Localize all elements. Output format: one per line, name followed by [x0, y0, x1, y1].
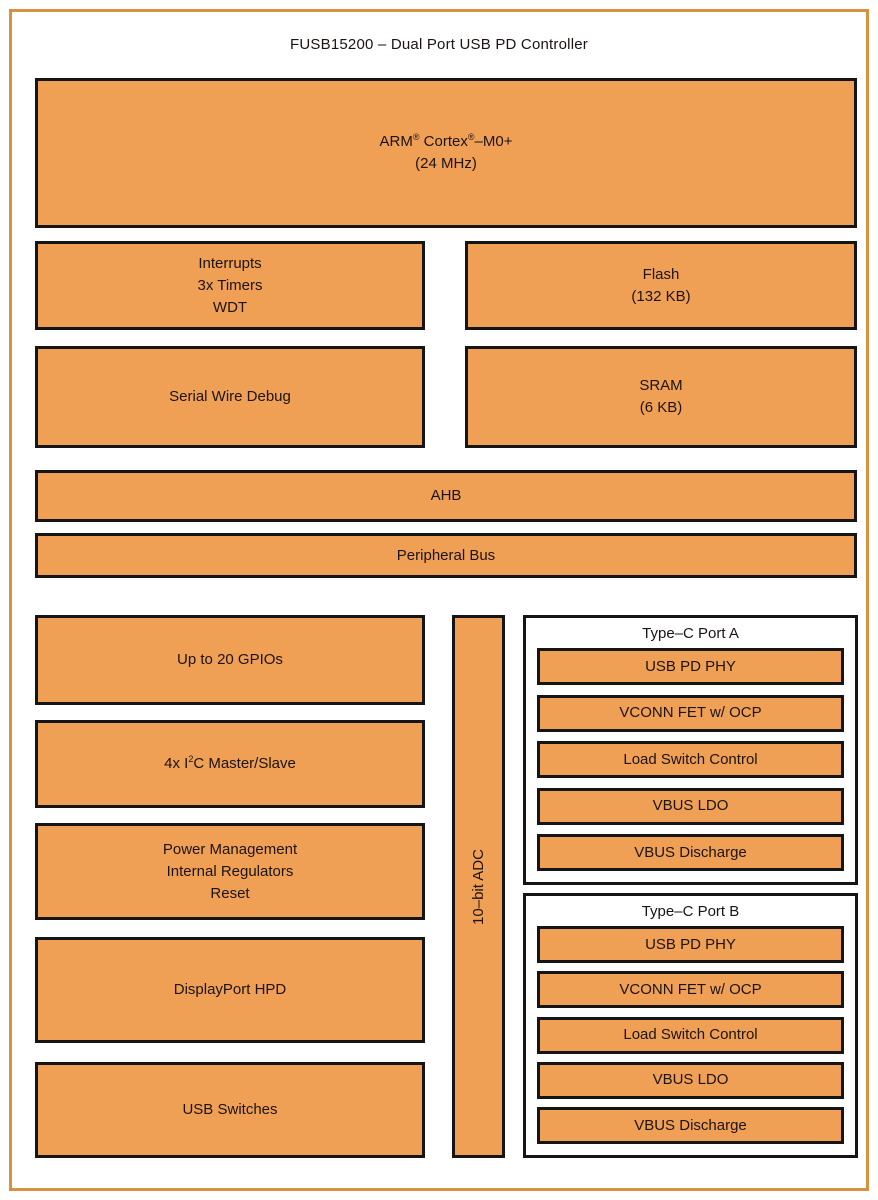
peripheral-bus-block: Peripheral Bus: [35, 533, 857, 578]
port-a-usb-pd-phy-block: USB PD PHY: [537, 648, 844, 685]
superscript-2: 2: [188, 754, 194, 764]
port-a-title: Type–C Port A: [642, 625, 739, 642]
ahb-bus-block: AHB: [35, 470, 857, 522]
adc-block: 10–bit ADC: [452, 615, 505, 1158]
port-a-vbus-discharge-block: VBUS Discharge: [537, 834, 844, 871]
flash-block: Flash (132 KB): [465, 241, 857, 330]
block-line: DisplayPort HPD: [173, 981, 287, 998]
type-c-port-a-panel: Type–C Port A USB PD PHY VCONN FET w/ OC…: [523, 615, 858, 885]
serial-wire-debug-block: Serial Wire Debug: [35, 346, 425, 448]
port-a-items: USB PD PHY VCONN FET w/ OCP Load Switch …: [537, 648, 844, 871]
block-line: WDT: [212, 298, 248, 316]
power-management-block: Power Management Internal Regulators Res…: [35, 823, 425, 920]
port-a-vconn-fet-block: VCONN FET w/ OCP: [537, 694, 844, 732]
registered-mark: ®: [412, 132, 420, 142]
port-b-items: USB PD PHY VCONN FET w/ OCP Load Switch …: [537, 926, 844, 1144]
port-b-usb-pd-phy-block: USB PD PHY: [537, 926, 844, 963]
block-line: (6 KB): [639, 399, 683, 416]
type-c-port-b-panel: Type–C Port B USB PD PHY VCONN FET w/ OC…: [523, 893, 858, 1158]
port-a-vbus-ldo-block: VBUS LDO: [537, 787, 844, 825]
block-line: Interrupts: [198, 254, 262, 272]
block-line: USB Switches: [182, 1101, 278, 1118]
block-line: (132 KB): [631, 287, 691, 305]
port-b-vbus-discharge-block: VBUS Discharge: [537, 1107, 844, 1144]
cpu-block: ARM® Cortex®–M0+ (24 MHz): [35, 78, 857, 228]
block-line: AHB: [430, 487, 462, 504]
block-line: Reset: [210, 884, 250, 902]
block-line: Power Management: [162, 840, 298, 858]
displayport-hpd-block: DisplayPort HPD: [35, 937, 425, 1043]
gpio-block: Up to 20 GPIOs: [35, 615, 425, 705]
registered-mark: ®: [467, 132, 475, 142]
block-line: 4x I2C Master/Slave: [164, 754, 296, 773]
adc-label-vertical: 10–bit ADC: [469, 848, 487, 925]
block-line: Peripheral Bus: [396, 546, 496, 564]
block-line: 3x Timers: [197, 276, 263, 294]
port-b-load-switch-control-block: Load Switch Control: [537, 1016, 844, 1054]
port-b-title: Type–C Port B: [641, 903, 740, 920]
block-line: Up to 20 GPIOs: [177, 651, 283, 668]
port-b-vconn-fet-block: VCONN FET w/ OCP: [537, 971, 844, 1009]
sram-block: SRAM (6 KB): [465, 346, 857, 448]
interrupts-timers-wdt-block: Interrupts 3x Timers WDT: [35, 241, 425, 330]
block-line: Flash: [642, 265, 680, 283]
i2c-master-slave-block: 4x I2C Master/Slave: [35, 720, 425, 808]
block-line: Internal Regulators: [166, 862, 294, 880]
block-line: Serial Wire Debug: [169, 388, 291, 405]
cpu-frequency: (24 MHz): [415, 155, 477, 172]
port-a-load-switch-control-block: Load Switch Control: [537, 741, 844, 778]
port-b-vbus-ldo-block: VBUS LDO: [537, 1061, 844, 1099]
diagram-title: FUSB15200 – Dual Port USB PD Controller: [290, 36, 588, 53]
usb-switches-block: USB Switches: [35, 1062, 425, 1158]
cpu-name: ARM® Cortex®–M0+: [379, 132, 513, 151]
block-line: SRAM: [639, 377, 683, 394]
